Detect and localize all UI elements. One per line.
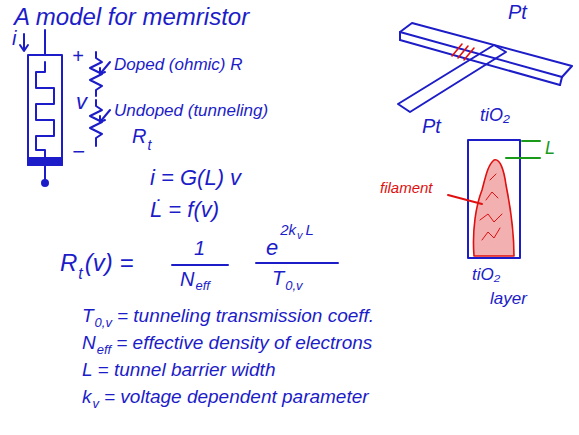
definition: = tunneling transmission coeff.: [117, 306, 374, 326]
definition-symbol: N: [82, 333, 96, 353]
top-electrode: [400, 23, 572, 77]
definition: = voltage dependent parameter: [104, 387, 369, 407]
memristor-symbol: [28, 55, 62, 165]
subscript: 0,v: [95, 316, 112, 330]
current-arrowhead: [20, 45, 28, 51]
denominator: N: [180, 269, 194, 290]
subscript: v: [93, 397, 100, 411]
definition: = effective density of electrons: [116, 333, 372, 353]
exponent: 2k: [280, 222, 296, 238]
polarity-sign: −: [72, 140, 85, 163]
component-label: Undoped (tunneling): [114, 102, 268, 120]
equation-part: (v) =: [85, 250, 134, 275]
filament-label: filament: [380, 180, 433, 196]
material-label: tiO₂: [480, 106, 510, 125]
current-arrow: [23, 34, 25, 50]
component-label: Doped (ohmic) R: [114, 56, 243, 74]
variable-arrow: [100, 62, 110, 74]
material-label: layer: [490, 290, 527, 308]
resistor-symbol: [90, 100, 102, 146]
fraction-bar: [172, 264, 228, 266]
resistance-symbol: R: [60, 250, 77, 275]
electrode-edge: [400, 40, 560, 85]
material-label: tiO₂: [472, 266, 500, 284]
numerator: 1: [194, 238, 205, 259]
definition-symbol: k: [82, 387, 92, 407]
subscript: v: [297, 230, 303, 242]
subscript: t: [147, 138, 151, 153]
dimension-line: [522, 140, 540, 142]
junction-hatch: [452, 44, 474, 60]
variable-arrow: [100, 110, 110, 122]
subscript: eff: [195, 279, 209, 293]
slide-title: A model for memristor: [14, 4, 249, 29]
electrode-edge: [399, 32, 401, 40]
electrode-label: Pt: [422, 116, 441, 137]
filament: [473, 160, 514, 256]
equation: i = G(L) v: [150, 166, 241, 189]
memristor-band: [28, 158, 62, 165]
wire: [44, 30, 46, 55]
equation: L̇ = f(v): [150, 198, 219, 221]
polarity-sign: +: [72, 46, 84, 67]
subscript: 0,v: [285, 279, 302, 293]
dimension-line: [506, 157, 540, 159]
filament-texture: [480, 174, 502, 240]
memristor-zigzag: [36, 62, 54, 158]
subscript: eff: [97, 343, 111, 357]
exponent: L: [306, 222, 314, 238]
fraction-bar: [256, 262, 338, 264]
exponential-base: e: [266, 236, 278, 259]
definition-symbol: T: [82, 306, 94, 326]
electrode-label: Pt: [508, 2, 527, 23]
electrode-edge: [560, 77, 562, 85]
leader-line: [448, 195, 482, 204]
voltage-label: v: [76, 90, 87, 113]
denominator: T: [272, 268, 284, 289]
definition: L = tunnel barrier width: [82, 360, 275, 380]
bottom-electrode: [398, 45, 506, 112]
terminal-dot: [42, 180, 48, 186]
variable-arrowhead: [100, 68, 105, 74]
dimension-label: L: [545, 139, 555, 158]
subscript: t: [78, 266, 82, 283]
resistance-symbol: R: [132, 126, 146, 147]
variable-arrowhead: [100, 116, 105, 122]
current-label: i: [12, 28, 16, 49]
